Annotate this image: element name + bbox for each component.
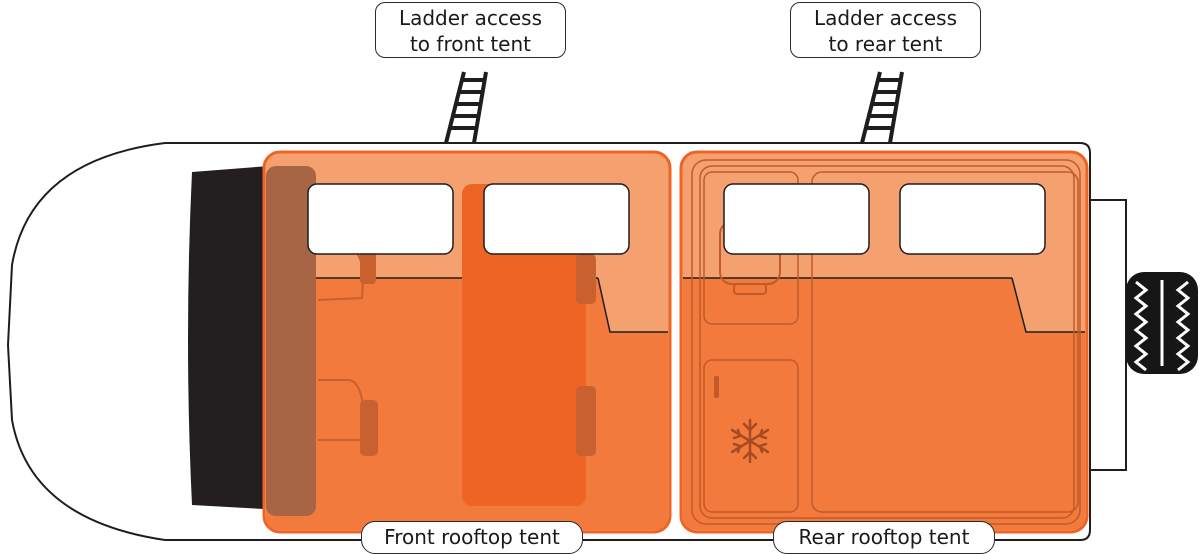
snowflake-icon [730,418,770,464]
front-rooftop-tent [262,150,672,534]
rear-ladder-callout: Ladder access to rear tent [790,2,981,58]
front-tent-label: Front rooftop tent [361,521,583,554]
ladder-icon [860,71,904,144]
front-ladder-callout-line2: to front tent [409,32,532,56]
rear-tent-label: Rear rooftop tent [773,521,995,554]
spare-tire-icon [1126,272,1198,374]
rear-ladder-callout-line2: to rear tent [828,32,943,56]
front-ladder-callout-line1: Ladder access [398,6,543,30]
rear-rooftop-tent [679,150,1089,534]
ladder-icon [444,71,488,144]
front-ladder-callout: Ladder access to front tent [375,2,566,58]
rear-step [1089,199,1127,471]
rear-ladder-callout-line1: Ladder access [813,6,958,30]
